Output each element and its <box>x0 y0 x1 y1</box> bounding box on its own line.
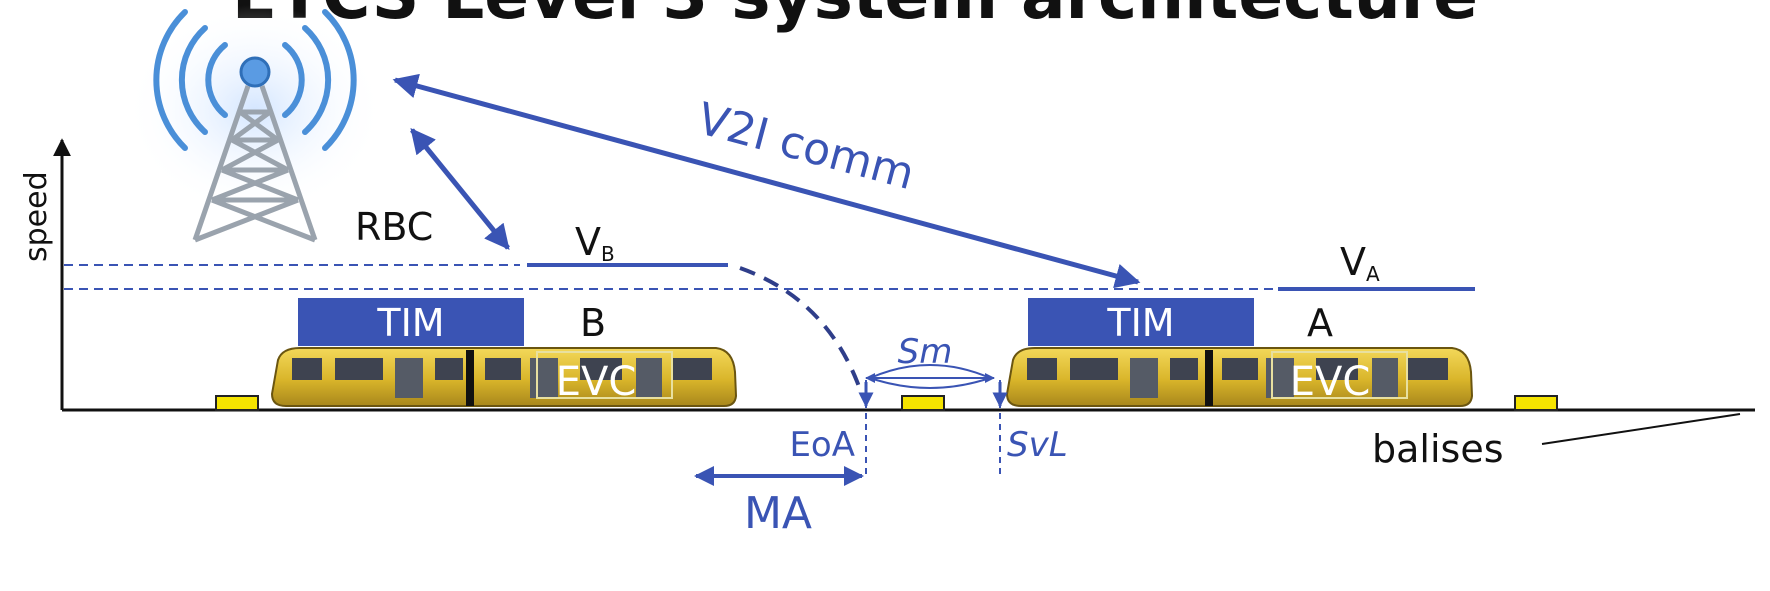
balises-label: balises <box>1372 427 1504 471</box>
balise-icon <box>1514 395 1558 411</box>
train-a-label: A <box>1307 301 1333 345</box>
balise-icon <box>215 395 259 411</box>
eoa-label: EoA <box>789 425 855 465</box>
evc-label-a: EVC <box>1290 359 1371 405</box>
tim-box-a <box>1028 298 1254 346</box>
tim-label-b: TIM <box>376 301 444 345</box>
evc-label-b: EVC <box>556 359 637 405</box>
y-axis-label: speed <box>19 171 54 262</box>
radio-tower-icon <box>125 5 385 243</box>
sm-label: Sm <box>898 332 953 372</box>
train-icon <box>270 347 738 407</box>
v2i-comm-arrow <box>392 73 1141 289</box>
train-a: TIM EVC A <box>1005 298 1474 407</box>
svl-label: SvL <box>1007 425 1068 465</box>
speed-label-va: VA <box>1340 240 1380 286</box>
balises-pointer-line <box>1541 413 1741 445</box>
page-title: ETCS Level 3 system architecture <box>232 0 1478 34</box>
v2i-comm-label: V2I comm <box>692 93 920 200</box>
train-b: TIM EVC B <box>270 298 738 407</box>
braking-curve <box>739 266 864 396</box>
rbc-label: RBC <box>355 205 433 249</box>
balise-icon <box>901 395 945 411</box>
tim-box-b <box>298 298 524 346</box>
train-b-label: B <box>580 301 606 345</box>
train-icon <box>1005 347 1474 407</box>
ma-label: MA <box>744 488 812 539</box>
speed-label-vb: VB <box>575 220 615 266</box>
tim-label-a: TIM <box>1106 301 1174 345</box>
